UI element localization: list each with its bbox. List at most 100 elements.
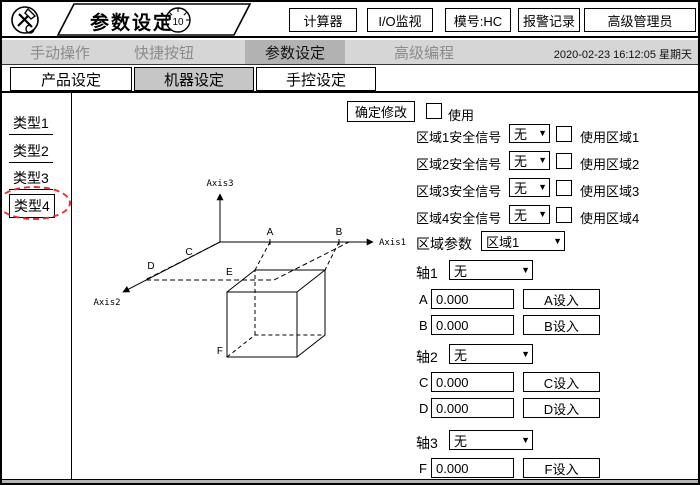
set-c-button[interactable]: C设入 [523,372,600,392]
field-d-input[interactable] [431,398,514,418]
axis1-select[interactable]: 无▼ [449,260,533,280]
zone-cube-right [296,270,326,358]
use-zone1-label: 使用区域1 [580,130,640,145]
axis1-group-label: 轴1 [416,265,438,281]
header-bar: 参数设定 10 计算器 I/O监视 模号:HC 报警记录 高级管理员 [2,2,698,38]
dropdown-arrow-icon: ▼ [521,348,530,359]
use-zone2-label: 使用区域2 [580,157,640,172]
set-d-button[interactable]: D设入 [523,398,600,418]
use-zone4-label: 使用区域4 [580,211,640,226]
tools-icon[interactable] [10,5,40,35]
set-a-button[interactable]: A设入 [523,289,600,309]
confirm-modify-button[interactable]: 确定修改 [347,101,415,122]
field-a-input[interactable] [431,289,514,309]
page-title: 参数设定 [90,13,175,34]
axis2-label: Axis2 [93,298,120,308]
axis1-value: 无 [454,263,468,279]
tab-advanced-programming[interactable]: 高级编程 [393,44,454,62]
point-c-label: C [185,247,192,258]
zone2-signal-select[interactable]: 无▼ [509,151,550,170]
dropdown-arrow-icon: ▼ [521,264,530,275]
sidebar-item-type3[interactable]: 类型3 [9,167,53,190]
alarm-log-button[interactable]: 报警记录 [518,8,580,32]
subtab-product-settings[interactable]: 产品设定 [10,67,132,91]
zone4-signal-value: 无 [514,208,528,223]
tab-parameter-settings[interactable]: 参数设定 [245,40,345,64]
field-f-input[interactable] [431,458,514,478]
svg-text:10: 10 [172,17,184,28]
zone1-signal-select[interactable]: 无▼ [509,124,550,143]
set-f-button[interactable]: F设入 [523,458,600,478]
use-zone4-checkbox[interactable] [556,207,572,223]
field-c-key: C [419,375,429,390]
axis3-label: Axis3 [206,179,233,189]
point-e-label: E [226,267,233,278]
axis2-select[interactable]: 无▼ [449,344,533,364]
point-a-label: A [267,227,274,238]
field-f-key: F [419,461,427,476]
zone-cube-hidden-edges [226,270,325,358]
model-number-button[interactable]: 模号:HC [445,8,511,32]
dropdown-arrow-icon: ▼ [553,235,562,246]
use-label: 使用 [448,108,475,123]
axis2-value: 无 [454,347,468,363]
sidebar-item-type1[interactable]: 类型1 [9,112,53,135]
construction-line-b [324,241,340,271]
use-zone3-checkbox[interactable] [556,180,572,196]
field-d-key: D [419,401,429,416]
zone2-signal-value: 无 [514,154,528,169]
point-f-label: F [217,346,223,357]
safety-zone-3d-diagram: Axis3 Axis1 Axis2 A B C D E F [93,179,406,358]
dropdown-arrow-icon: ▼ [538,128,547,138]
dropdown-arrow-icon: ▼ [538,182,547,192]
io-monitor-button[interactable]: I/O监视 [367,8,433,32]
field-a-key: A [419,292,428,307]
use-zone3-label: 使用区域3 [580,184,640,199]
point-b-label: B [336,227,343,238]
tab-shortcut-buttons[interactable]: 快捷按钮 [133,44,194,62]
point-d-label: D [147,261,154,272]
zone-cube-top [226,269,327,293]
title-banner [56,3,252,36]
use-zone2-checkbox[interactable] [556,153,572,169]
admin-level-button[interactable]: 高级管理员 [584,8,696,32]
zone3-signal-value: 无 [514,181,528,196]
zone4-signal-label: 区域4安全信号 [416,211,502,226]
axis3-select[interactable]: 无▼ [449,430,533,450]
datetime-display: 2020-02-23 16:12:05 星期天 [553,49,692,61]
main-tab-bar: 手动操作 快捷按钮 参数设定 高级编程 2020-02-23 16:12:05 … [2,40,698,65]
counter-dial-icon: 10 [165,7,191,33]
set-b-button[interactable]: B设入 [523,315,600,335]
sidebar-item-type4[interactable]: 类型4 [9,194,55,218]
axis2-group-label: 轴2 [416,349,438,365]
bottom-status-strip [2,479,698,483]
zone3-signal-select[interactable]: 无▼ [509,178,550,197]
sidebar-item-type2[interactable]: 类型2 [9,140,53,163]
zone-cube-front [226,291,298,358]
sidebar-divider [71,93,72,479]
subtab-manual-control-settings[interactable]: 手控设定 [256,67,376,91]
zone2-signal-label: 区域2安全信号 [416,157,502,172]
field-c-input[interactable] [431,372,514,392]
zone-param-value: 区域1 [486,234,520,250]
zone-plane-outline [144,241,350,281]
use-zone1-checkbox[interactable] [556,126,572,142]
zone-param-label: 区域参数 [416,236,472,252]
axis3-value: 无 [454,433,468,449]
tab-manual-operation[interactable]: 手动操作 [29,44,90,62]
axis1-label: Axis1 [379,238,406,248]
zone4-signal-select[interactable]: 无▼ [509,205,550,224]
zone-param-select[interactable]: 区域1 ▼ [481,231,565,251]
use-checkbox[interactable] [426,103,442,119]
field-b-input[interactable] [431,315,514,335]
field-b-key: B [419,318,428,333]
construction-line-a [254,241,271,271]
calculator-button[interactable]: 计算器 [289,8,357,32]
axis3-group-label: 轴3 [416,435,438,451]
sub-tab-bar: 产品设定 机器设定 手控设定 [2,65,698,93]
zone1-signal-label: 区域1安全信号 [416,130,502,145]
zone3-signal-label: 区域3安全信号 [416,184,502,199]
subtab-machine-settings[interactable]: 机器设定 [134,67,254,91]
zone1-signal-value: 无 [514,127,528,142]
